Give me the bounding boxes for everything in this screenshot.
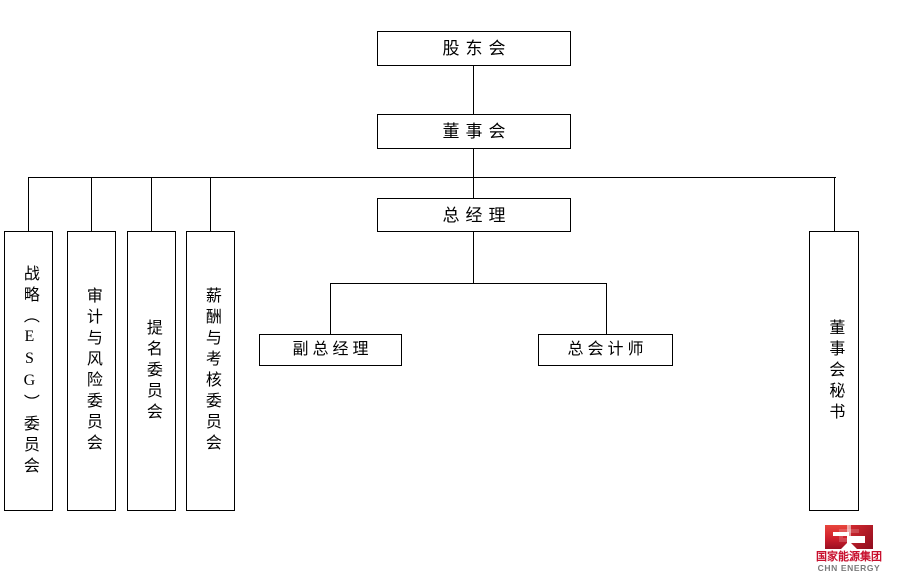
- edge-bus-to-board-secretary: [834, 177, 836, 231]
- node-deputy-general-manager[interactable]: 副总经理: [259, 334, 402, 366]
- edge-bus-to-deputy-gm: [330, 283, 332, 334]
- node-nomination-committee[interactable]: 提名委员会: [127, 231, 176, 511]
- node-strategy-esg-committee[interactable]: 战略（ESG）委员会: [4, 231, 53, 511]
- logo-name-en: CHN ENERGY: [817, 562, 881, 573]
- edge-general-manager-to-bus: [473, 231, 475, 283]
- company-logo: 国家能源集团 CHN ENERGY: [803, 523, 895, 576]
- edge-bus-to-strategy-esg: [28, 177, 30, 231]
- node-deputy-general-manager-label: 副总经理: [292, 341, 373, 358]
- edge-bus-to-general-manager: [473, 177, 475, 199]
- node-audit-risk-committee[interactable]: 审计与风险委员会: [67, 231, 116, 511]
- edge-bus-to-nomination: [151, 177, 153, 231]
- node-board-of-directors[interactable]: 董事会: [377, 114, 571, 149]
- node-general-manager[interactable]: 总经理: [377, 198, 571, 232]
- node-shareholders[interactable]: 股东会: [377, 31, 571, 66]
- chn-energy-mark-icon: [821, 523, 877, 550]
- node-general-manager-label: 总经理: [442, 205, 512, 225]
- edge-bus-to-remuneration: [210, 177, 212, 231]
- edge-board-bus: [28, 177, 836, 179]
- node-board-secretary-label: 董事会秘书: [826, 318, 844, 424]
- edge-shareholders-to-board: [473, 65, 475, 115]
- node-chief-accountant[interactable]: 总会计师: [538, 334, 673, 366]
- node-board-of-directors-label: 董事会: [442, 122, 512, 141]
- edge-bus-to-chief-accountant: [606, 283, 608, 334]
- node-remuneration-appraisal-committee-label: 薪酬与考核委员会: [202, 287, 220, 455]
- node-nomination-committee-label: 提名委员会: [143, 318, 161, 424]
- node-remuneration-appraisal-committee[interactable]: 薪酬与考核委员会: [186, 231, 235, 511]
- node-strategy-esg-committee-label: 战略（ESG）委员会: [20, 264, 38, 478]
- logo-name-cn: 国家能源集团: [816, 550, 882, 563]
- node-board-secretary[interactable]: 董事会秘书: [809, 231, 859, 511]
- edge-board-to-bus: [473, 148, 475, 177]
- node-shareholders-label: 股东会: [442, 39, 512, 58]
- edge-bus-to-audit-risk: [91, 177, 93, 231]
- edge-general-manager-bus: [330, 283, 607, 285]
- node-audit-risk-committee-label: 审计与风险委员会: [83, 287, 101, 455]
- node-chief-accountant-label: 总会计师: [567, 341, 648, 358]
